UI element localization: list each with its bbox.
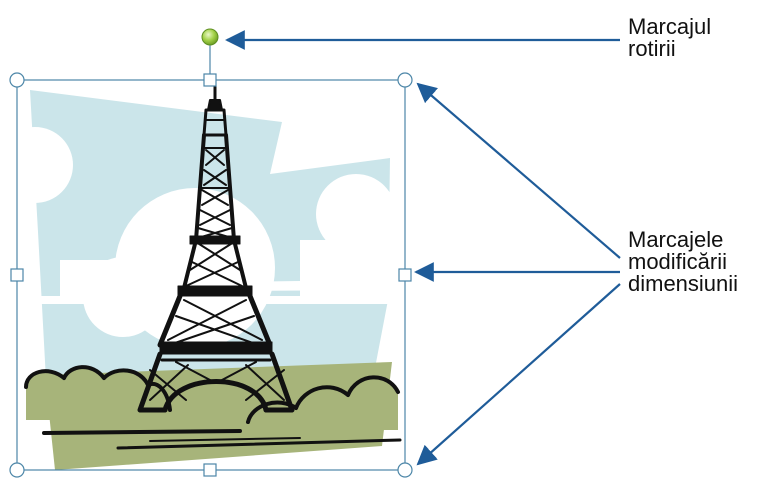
resize-handles-label: Marcajele modificării dimensiunii [628, 229, 738, 295]
resize-handle-top-right[interactable] [398, 73, 412, 87]
resize-handle-bottom[interactable] [204, 464, 216, 476]
resize-handle-top-left[interactable] [10, 73, 24, 87]
arrow-to-top-right-handle [418, 84, 620, 258]
horizon-strip [38, 296, 390, 304]
rotation-handle-label: Marcajul rotirii [628, 16, 711, 60]
resize-handle-bottom-left[interactable] [10, 463, 24, 477]
resize-handle-left[interactable] [11, 269, 23, 281]
clipart-image[interactable] [0, 86, 446, 470]
rotation-handle[interactable] [202, 29, 218, 45]
resize-handle-right[interactable] [399, 269, 411, 281]
resize-handle-top[interactable] [204, 74, 216, 86]
arrow-to-bottom-right-handle [418, 284, 620, 464]
resize-handle-bottom-right[interactable] [398, 463, 412, 477]
